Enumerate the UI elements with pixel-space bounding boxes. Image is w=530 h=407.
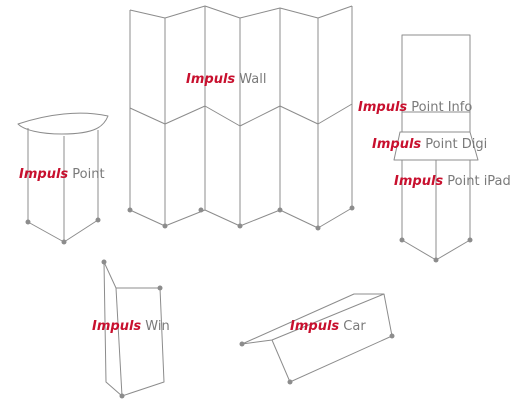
car-frame	[241, 293, 393, 383]
point-body	[27, 128, 99, 243]
wall-foot	[198, 207, 204, 213]
wall-foot	[277, 207, 283, 213]
label-model: Win	[145, 319, 170, 334]
car-foot	[239, 341, 245, 347]
wall-foot	[237, 223, 243, 229]
label-model: Point iPad	[447, 174, 511, 189]
wall-foot	[315, 225, 321, 231]
car-foot	[287, 379, 293, 385]
wall-foot	[127, 207, 133, 213]
label-model: Point Info	[411, 100, 473, 115]
label-model: Point	[72, 167, 105, 182]
point-info-drawing	[393, 34, 479, 263]
label-car: Impuls Car	[290, 319, 366, 334]
point-info-column	[401, 112, 471, 261]
point-info-foot	[433, 257, 439, 263]
label-point-ipad: Impuls Point iPad	[394, 174, 511, 189]
wall-foot	[162, 223, 168, 229]
win-foot	[119, 393, 125, 399]
point-foot	[95, 217, 101, 223]
win-foot	[101, 259, 107, 265]
label-brand: Impuls	[358, 100, 408, 115]
label-model: Car	[343, 319, 366, 334]
wall-middle-edge	[129, 103, 353, 127]
point-top	[17, 112, 109, 135]
label-win: Impuls Win	[92, 319, 170, 334]
label-wall: Impuls Wall	[186, 72, 267, 87]
point-foot	[61, 239, 67, 245]
label-model: Point Digi	[425, 137, 488, 152]
wall-top-edge	[129, 5, 353, 19]
car-foot	[389, 333, 395, 339]
wall-foot	[349, 205, 355, 211]
label-brand: Impuls	[394, 174, 444, 189]
point-info-foot	[467, 237, 473, 243]
win-foot	[157, 285, 163, 291]
win-frame	[103, 261, 165, 397]
label-brand: Impuls	[372, 137, 422, 152]
wall-drawing	[127, 5, 355, 231]
label-model: Wall	[239, 72, 267, 87]
point-foot	[25, 219, 31, 225]
wall-panel-joints	[129, 6, 353, 228]
label-brand: Impuls	[92, 319, 142, 334]
label-point: Impuls Point	[19, 167, 105, 182]
car-drawing	[239, 293, 395, 385]
point-info-foot	[399, 237, 405, 243]
label-brand: Impuls	[19, 167, 69, 182]
label-brand: Impuls	[290, 319, 340, 334]
win-drawing	[101, 259, 165, 399]
label-point-info: Impuls Point Info	[358, 100, 472, 115]
point-drawing	[17, 112, 109, 245]
label-brand: Impuls	[186, 72, 236, 87]
label-point-digi: Impuls Point Digi	[372, 137, 487, 152]
point-digi-screen	[393, 131, 479, 161]
